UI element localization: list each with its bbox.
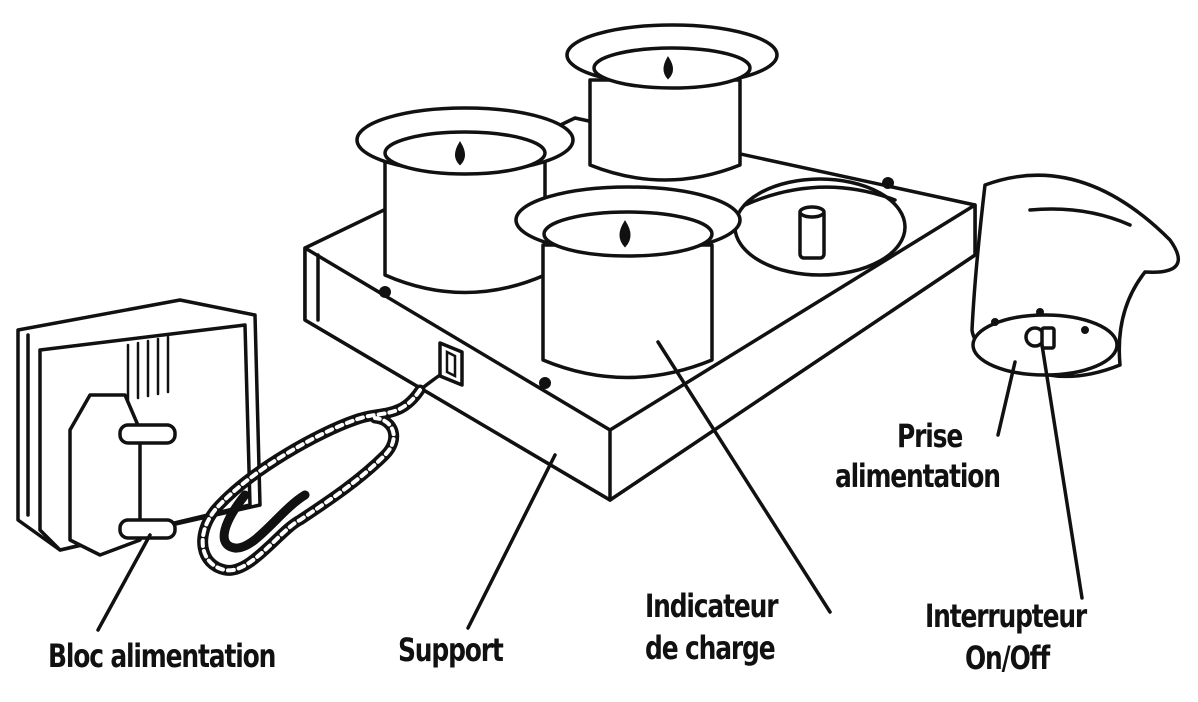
leader-support [466,453,557,630]
leader-interrupteur [1040,343,1084,600]
power-adapter-icon [16,298,262,557]
tea-light-candle-icon [514,185,742,380]
label-alimentation: alimentation [835,457,1001,495]
tea-light-candle-icon [355,106,575,295]
leader-lines [96,340,1084,632]
label-bloc-alimentation: Bloc alimentation [48,637,276,675]
label-on-off: On/Off [965,639,1050,677]
leader-bloc [96,533,152,632]
label-de-charge: de charge [645,629,776,667]
coiled-cable-icon [197,373,442,576]
candle-underside-icon [970,173,1181,379]
label-interrupteur: Interrupteur [925,597,1087,635]
label-indicateur: Indicateur [645,587,779,625]
tea-light-candle-icon [565,23,779,182]
leader-prise [996,360,1017,437]
battery-icon [733,177,907,277]
leader-indicateur [656,340,832,614]
label-prise: Prise [897,417,963,455]
label-support: Support [398,631,504,669]
